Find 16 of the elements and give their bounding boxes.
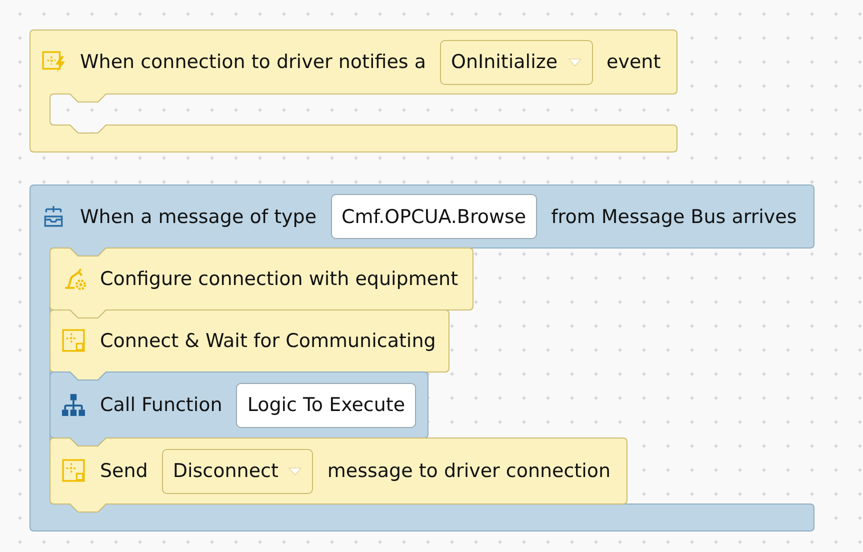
- block-label: Call Function: [100, 394, 222, 416]
- block-label: When a message of type: [80, 206, 317, 228]
- dropdown: OnInitialize: [440, 40, 593, 84]
- block-label: Connect & Wait for Communicating: [100, 330, 436, 352]
- block-label: event: [606, 51, 661, 73]
- text-field: Logic To Execute: [236, 382, 416, 428]
- block-label: When connection to driver notifies a: [80, 51, 426, 73]
- event-block: [30, 30, 677, 152]
- statement-block: [50, 438, 627, 512]
- block-label: Send: [100, 460, 148, 482]
- message-block: [30, 185, 814, 531]
- text-field: Cmf.OPCUA.Browse: [330, 194, 538, 239]
- dropdown: Disconnect: [162, 448, 314, 494]
- block-label: from Message Bus arrives: [551, 206, 797, 228]
- block-label: message to driver connection: [327, 460, 611, 482]
- block-label: Configure connection with equipment: [100, 268, 458, 290]
